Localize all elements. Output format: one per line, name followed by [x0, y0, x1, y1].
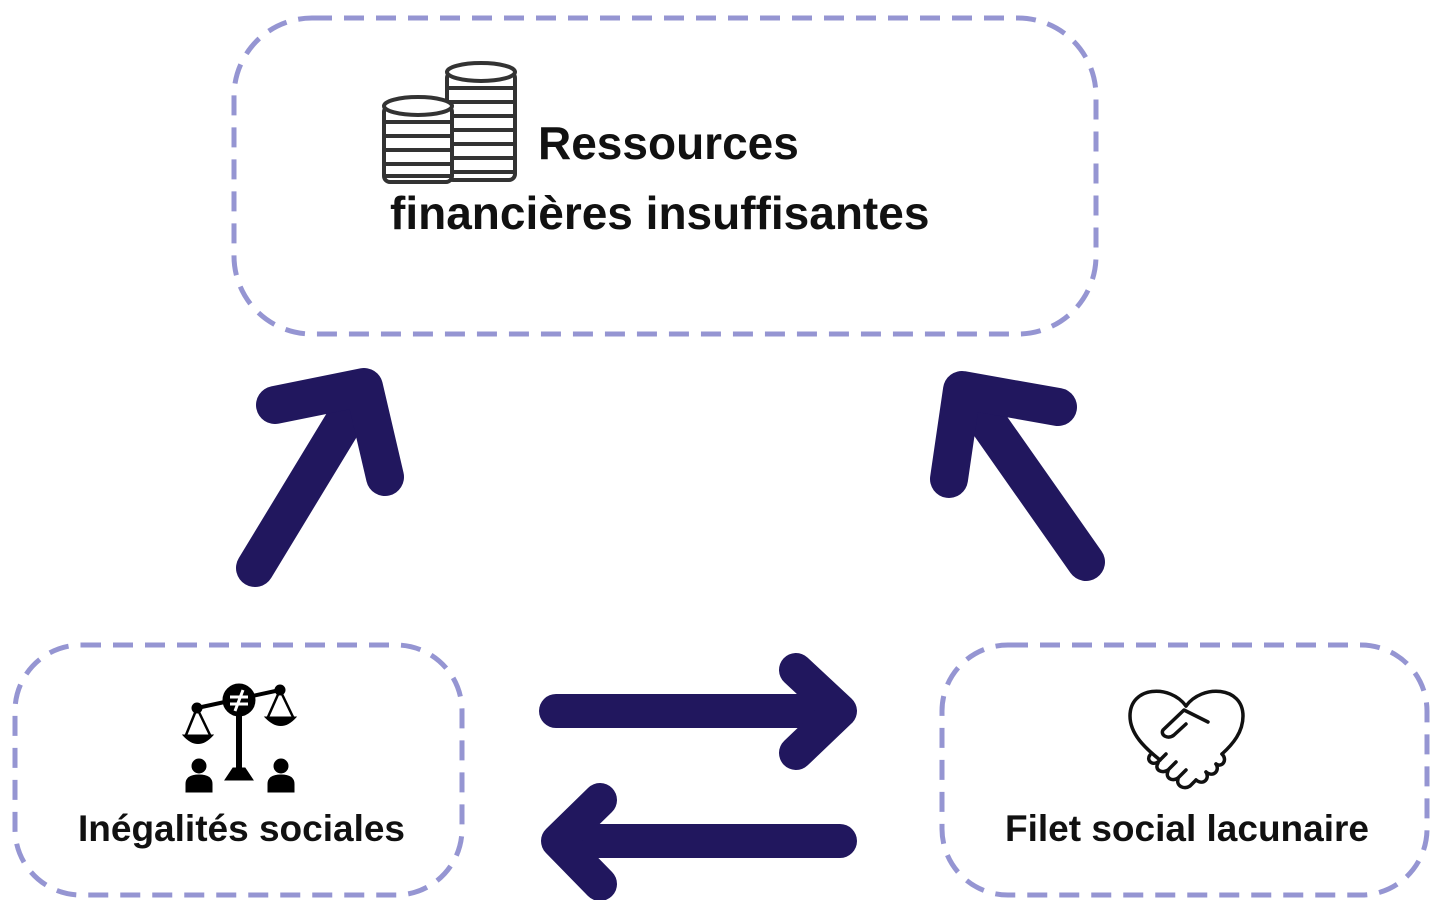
scales-inequality-icon [181, 683, 298, 793]
arrow-right-to-top [930, 371, 1105, 581]
box-top [231, 15, 1099, 337]
top-node-title-line2: financières insuffisantes [390, 187, 930, 239]
handshake-heart-icon [1128, 689, 1245, 790]
left-node-title: Inégalités sociales [78, 808, 406, 849]
arrow-left-to-top [236, 368, 404, 587]
arrow-left-to-right [539, 653, 857, 770]
arrow-right-to-left [541, 783, 857, 900]
top-node-title-line1: Ressources [538, 117, 799, 169]
right-node-title: Filet social lacunaire [1005, 808, 1369, 849]
box-right [939, 642, 1430, 898]
coins-stack-icon [382, 61, 517, 184]
